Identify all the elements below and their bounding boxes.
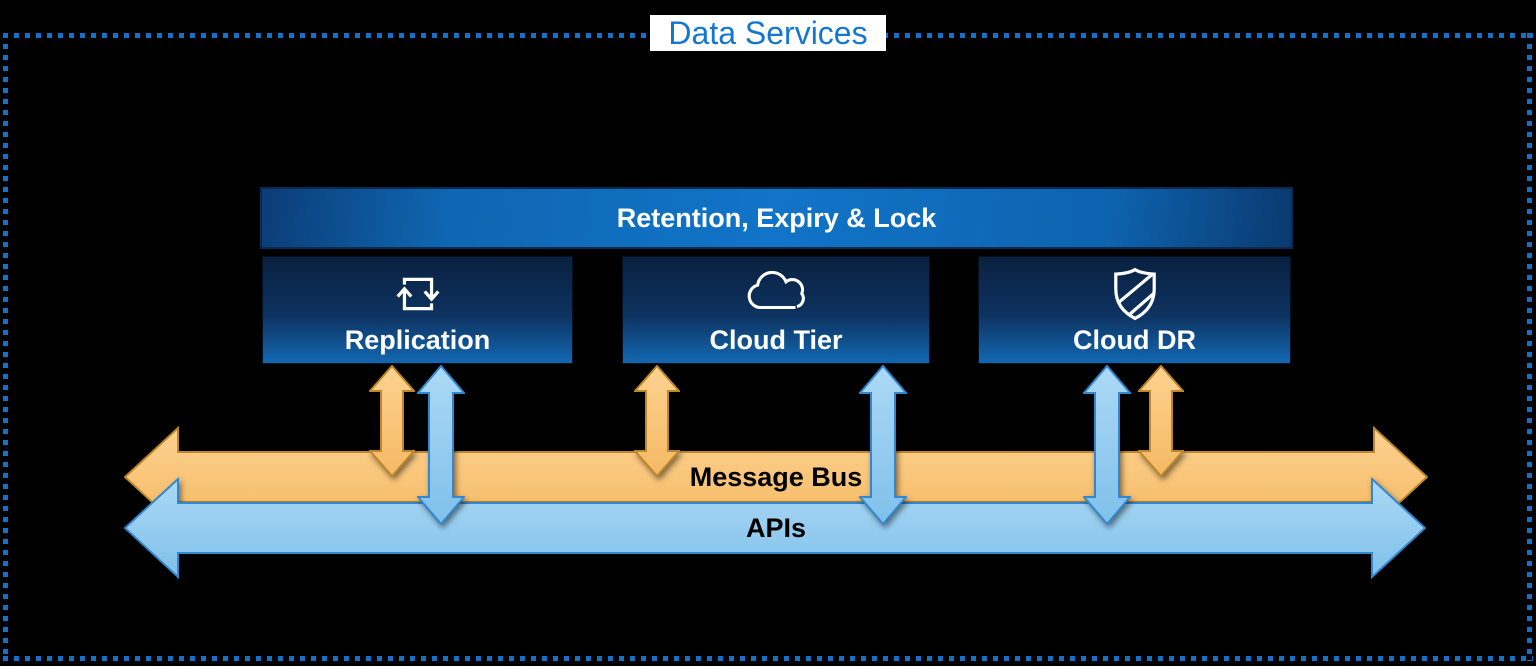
cloud-tier-label: Cloud Tier bbox=[709, 325, 843, 355]
clouddr-apis-connector-arrow bbox=[1083, 365, 1131, 525]
retention-banner: Retention, Expiry & Lock bbox=[260, 187, 1293, 249]
diagram-title: Data Services bbox=[668, 14, 868, 51]
apis-bus-label: APIs bbox=[745, 513, 807, 543]
cloud-dr-box: Cloud DR bbox=[978, 256, 1291, 364]
replication-messagebus-connector-arrow bbox=[369, 365, 415, 477]
dotted-frame-bottom bbox=[3, 656, 1533, 661]
shield-icon bbox=[1110, 267, 1160, 321]
replication-apis-connector-arrow bbox=[417, 365, 465, 525]
cloud-tier-box: Cloud Tier bbox=[622, 256, 930, 364]
retention-banner-label: Retention, Expiry & Lock bbox=[616, 202, 937, 233]
cloud-icon bbox=[744, 267, 808, 321]
sync-arrows-icon bbox=[393, 267, 443, 321]
cloudtier-messagebus-connector-arrow bbox=[634, 365, 680, 477]
dotted-frame-left bbox=[3, 33, 8, 661]
replication-box: Replication bbox=[262, 256, 573, 364]
diagram-title-box: Data Services bbox=[650, 15, 886, 51]
dotted-frame-right bbox=[1527, 33, 1532, 661]
clouddr-messagebus-connector-arrow bbox=[1138, 365, 1184, 477]
replication-label: Replication bbox=[344, 325, 491, 355]
message-bus-label: Message Bus bbox=[689, 462, 863, 492]
cloudtier-apis-connector-arrow bbox=[859, 365, 907, 525]
cloud-dr-label: Cloud DR bbox=[1073, 325, 1196, 355]
